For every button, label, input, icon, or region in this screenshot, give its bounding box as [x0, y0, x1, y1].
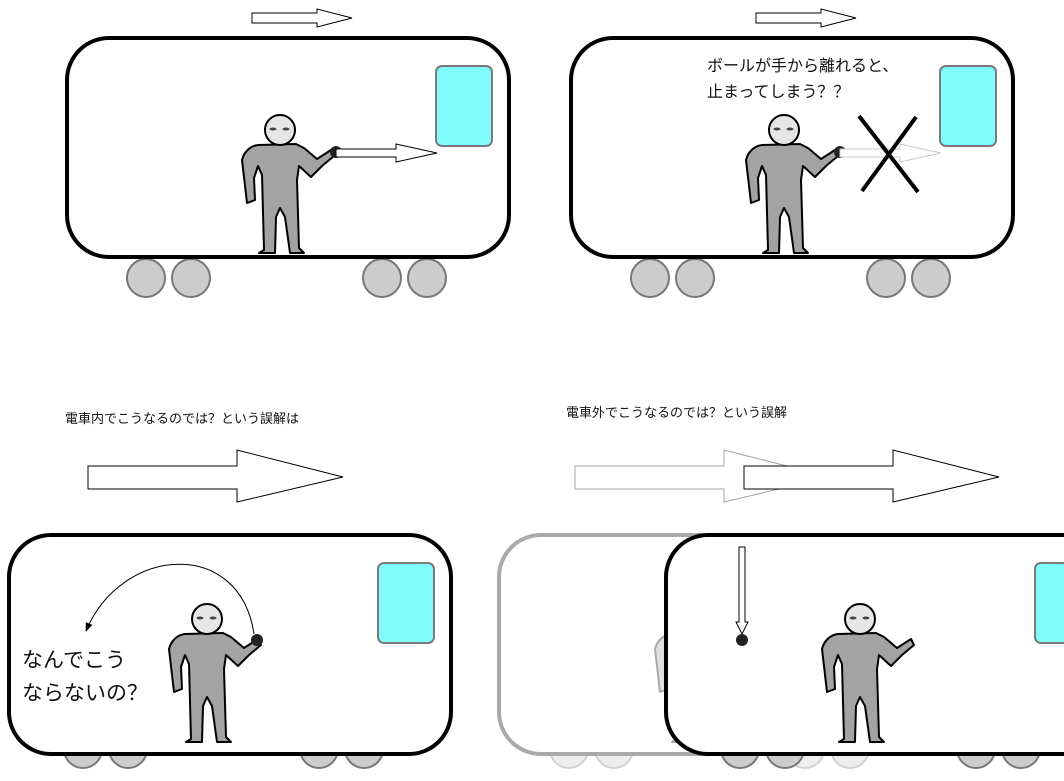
direction-arrow-icon — [755, 8, 857, 28]
wheel-icon — [630, 258, 951, 298]
direction-arrow-icon — [251, 8, 353, 28]
wheel-icon — [126, 258, 447, 298]
question-line-1: ボールが手から離れると、 — [707, 56, 898, 75]
caption-outside-misconception: 電車外でこうなるのでは？という誤解 — [566, 405, 787, 421]
cross-icon — [857, 114, 920, 194]
ball-path-arrow — [85, 563, 255, 635]
panel-bottom-left — [7, 449, 453, 769]
question-line-2: ならないの？ — [22, 681, 148, 705]
question-line-2: 止まってしまう？？ — [707, 82, 850, 101]
direction-arrow-icon — [743, 449, 1000, 503]
ball-icon — [251, 634, 263, 646]
caption-inside-misconception: 電車内でこうなるのでは？という誤解は — [65, 411, 299, 427]
ball-icon — [736, 634, 748, 646]
question-line-1: なんでこう — [22, 648, 126, 672]
panel-top-right — [569, 8, 1015, 298]
drop-arrow-icon — [735, 546, 749, 636]
direction-arrow-icon — [87, 449, 344, 503]
panel-bottom-right — [497, 449, 1064, 769]
panel-top-left — [65, 8, 511, 298]
throw-arrow-icon — [335, 143, 438, 163]
